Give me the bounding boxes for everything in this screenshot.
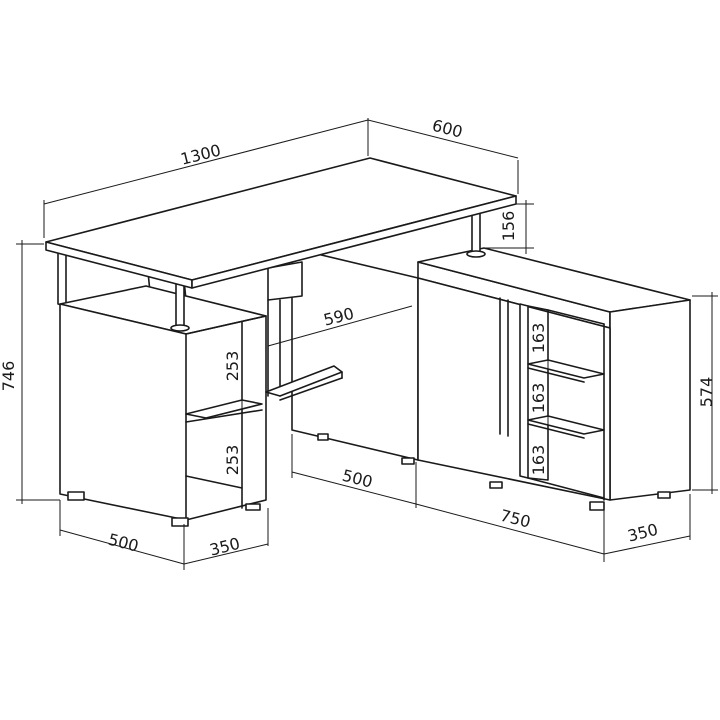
dim-line-350-right: [603, 535, 691, 555]
label-350-left: 350: [208, 534, 242, 560]
right-shelf-1: [527, 359, 605, 379]
foot-5: [657, 491, 671, 499]
back-leg-post: [471, 211, 481, 255]
label-253-upper: 253: [223, 351, 242, 382]
right-cabinet-partition: [519, 303, 529, 479]
back-leg: [466, 211, 486, 258]
left-foot-3: [245, 503, 261, 511]
back-leg-base: [466, 250, 486, 258]
dim-line-600: [367, 119, 519, 159]
front-leg-post: [175, 283, 185, 327]
left-pedestal-front: [59, 303, 187, 521]
label-163-top: 163: [529, 323, 548, 354]
foot-3: [489, 481, 503, 489]
dim-line-500-center: [291, 471, 417, 505]
label-253-lower: 253: [223, 445, 242, 476]
right-cabinet: [291, 247, 691, 511]
left-bottom-edge: [185, 475, 243, 489]
left-foot-1: [67, 491, 85, 501]
desk-top: [45, 157, 517, 289]
label-746: 746: [0, 361, 18, 392]
label-163-bottom: 163: [529, 445, 548, 476]
left-post: [57, 251, 67, 307]
label-156: 156: [499, 211, 518, 242]
label-500-center: 500: [340, 466, 374, 492]
right-shelf-1-edge: [527, 367, 585, 383]
dim-line-350-left: [183, 543, 269, 565]
label-350-right: 350: [626, 520, 660, 546]
dim-line-1300: [43, 119, 369, 205]
keyboard-shelf-edge: [279, 377, 343, 401]
center-back-panel: [291, 247, 419, 461]
center-section: [265, 261, 343, 401]
left-shelf-edge: [185, 409, 263, 423]
drawer-box: [267, 261, 303, 301]
dim-line-750: [415, 503, 605, 555]
left-foot-2: [171, 517, 189, 527]
foot-4: [589, 501, 605, 511]
foot-1: [317, 433, 329, 441]
right-shelf-2: [527, 415, 605, 435]
dim-line-500-left: [59, 529, 185, 565]
foot-2: [401, 457, 415, 465]
dim-line-590: [267, 305, 413, 347]
label-574: 574: [697, 377, 716, 408]
right-cabinet-opening-top: [547, 309, 605, 325]
label-600: 600: [430, 116, 464, 142]
front-leg-base: [170, 324, 190, 332]
left-pedestal-side: [185, 315, 267, 521]
right-cabinet-bottom: [527, 477, 605, 499]
dimension-lines: [16, 118, 718, 570]
right-shelf-2-edge: [527, 423, 585, 439]
label-163-middle: 163: [529, 383, 548, 414]
right-cabinet-side: [609, 299, 691, 501]
label-1300: 1300: [179, 141, 223, 169]
right-cabinet-front: [417, 277, 611, 501]
left-pedestal: [57, 251, 267, 527]
left-shelf: [185, 399, 263, 419]
label-500-left: 500: [106, 530, 140, 556]
